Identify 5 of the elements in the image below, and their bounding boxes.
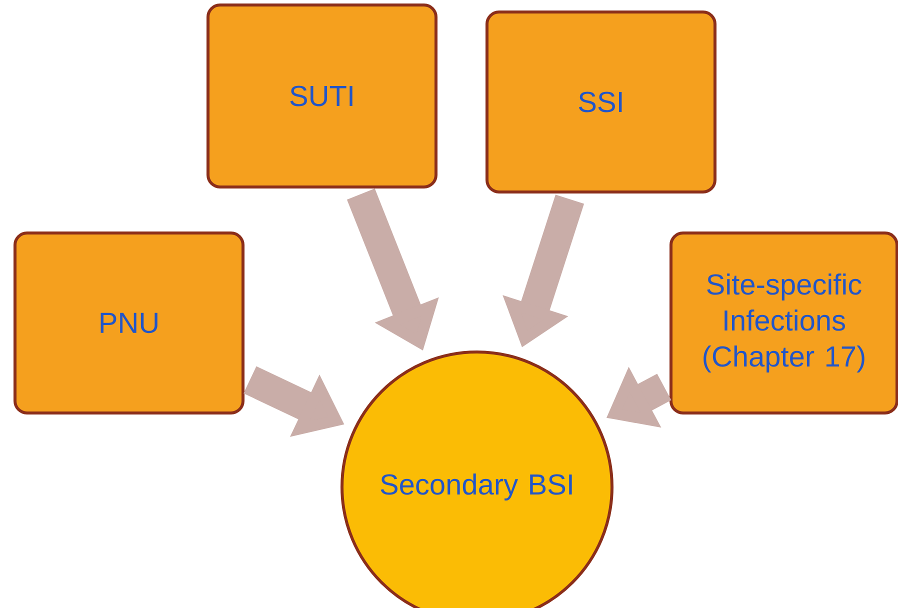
process-box: Site-specific Infections (Chapter 17) [670,232,898,414]
circle-node: Secondary BSI [340,350,614,608]
process-box: PNU [14,232,244,414]
process-box: SSI [486,10,716,194]
process-box: SUTI [206,4,438,188]
